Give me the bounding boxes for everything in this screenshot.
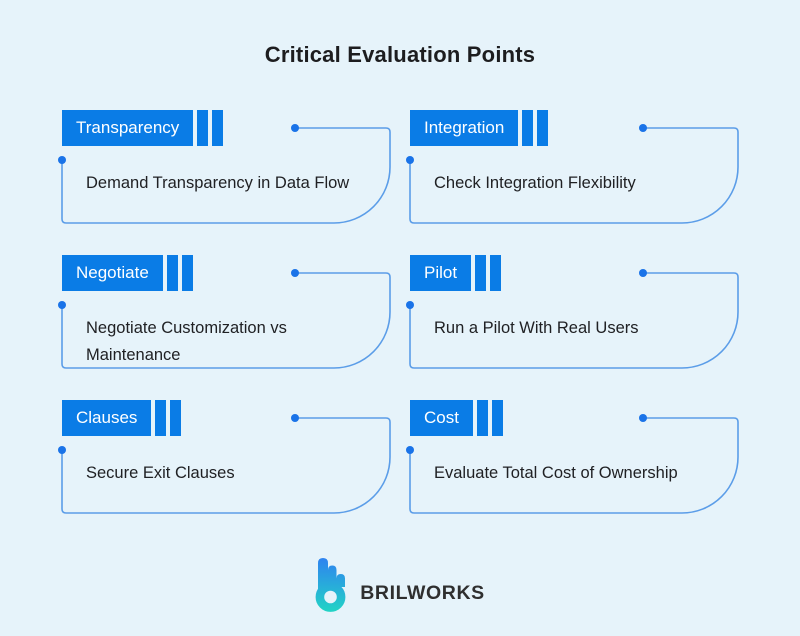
brilworks-logo-icon — [315, 558, 346, 612]
label-row: Integration — [410, 110, 549, 146]
card-pilot: Pilot Run a Pilot With Real Users — [406, 255, 740, 377]
accent-bar — [155, 400, 167, 436]
accent-bar — [491, 400, 503, 436]
card-transparency: Transparency Demand Transparency in Data… — [58, 110, 392, 232]
accent-bar — [166, 255, 178, 291]
connector-line — [406, 414, 739, 514]
label-row: Transparency — [62, 110, 224, 146]
category-label: Transparency — [62, 110, 194, 146]
accent-bar — [537, 110, 549, 146]
accent-bar — [490, 255, 502, 291]
accent-bar — [475, 255, 487, 291]
card-description: Secure Exit Clauses — [86, 464, 235, 482]
connector-dot — [406, 446, 414, 454]
category-label: Negotiate — [62, 255, 163, 291]
card-description: Evaluate Total Cost of Ownership — [434, 464, 678, 482]
connector-dot — [639, 269, 647, 277]
connector-dot — [58, 156, 66, 164]
connector-dot — [291, 414, 299, 422]
category-label: Integration — [410, 110, 519, 146]
accent-bar — [212, 110, 224, 146]
connector-dot — [291, 124, 299, 132]
connector-dot — [58, 446, 66, 454]
label-row: Clauses — [62, 400, 182, 436]
accent-bar — [476, 400, 488, 436]
card-description: Check Integration Flexibility — [434, 174, 636, 192]
label-row: Pilot — [410, 255, 502, 291]
card-integration: Integration Check Integration Flexibilit… — [406, 110, 740, 232]
card-description: Demand Transparency in Data Flow — [86, 174, 350, 192]
connector-line — [406, 269, 739, 369]
label-row: Cost — [410, 400, 503, 436]
card-cost: Cost Evaluate Total Cost of Ownership — [406, 400, 740, 522]
brand-footer: BRILWORKS — [0, 556, 800, 612]
card-negotiate: Negotiate Negotiate Customization vs Mai… — [58, 255, 392, 377]
category-label: Cost — [410, 400, 473, 436]
connector-line — [58, 124, 391, 224]
connector-line — [406, 124, 739, 224]
accent-bar — [170, 400, 182, 436]
connector-dot — [639, 414, 647, 422]
accent-bar — [522, 110, 534, 146]
card-description: Negotiate Customization vs Maintenance — [86, 319, 287, 364]
category-label: Clauses — [62, 400, 152, 436]
category-label: Pilot — [410, 255, 472, 291]
card-clauses: Clauses Secure Exit Clauses — [58, 400, 392, 522]
connector-dot — [639, 124, 647, 132]
card-description: Run a Pilot With Real Users — [434, 319, 639, 337]
accent-bar — [197, 110, 209, 146]
connector-line — [58, 414, 391, 514]
connector-dot — [406, 301, 414, 309]
connector-dot — [291, 269, 299, 277]
connector-dot — [406, 156, 414, 164]
page-title: Critical Evaluation Points — [264, 42, 536, 67]
accent-bar — [181, 255, 193, 291]
connector-dot — [58, 301, 66, 309]
connector-line — [58, 269, 391, 369]
label-row: Negotiate — [62, 255, 193, 291]
brand-name: BRILWORKS — [360, 582, 485, 604]
